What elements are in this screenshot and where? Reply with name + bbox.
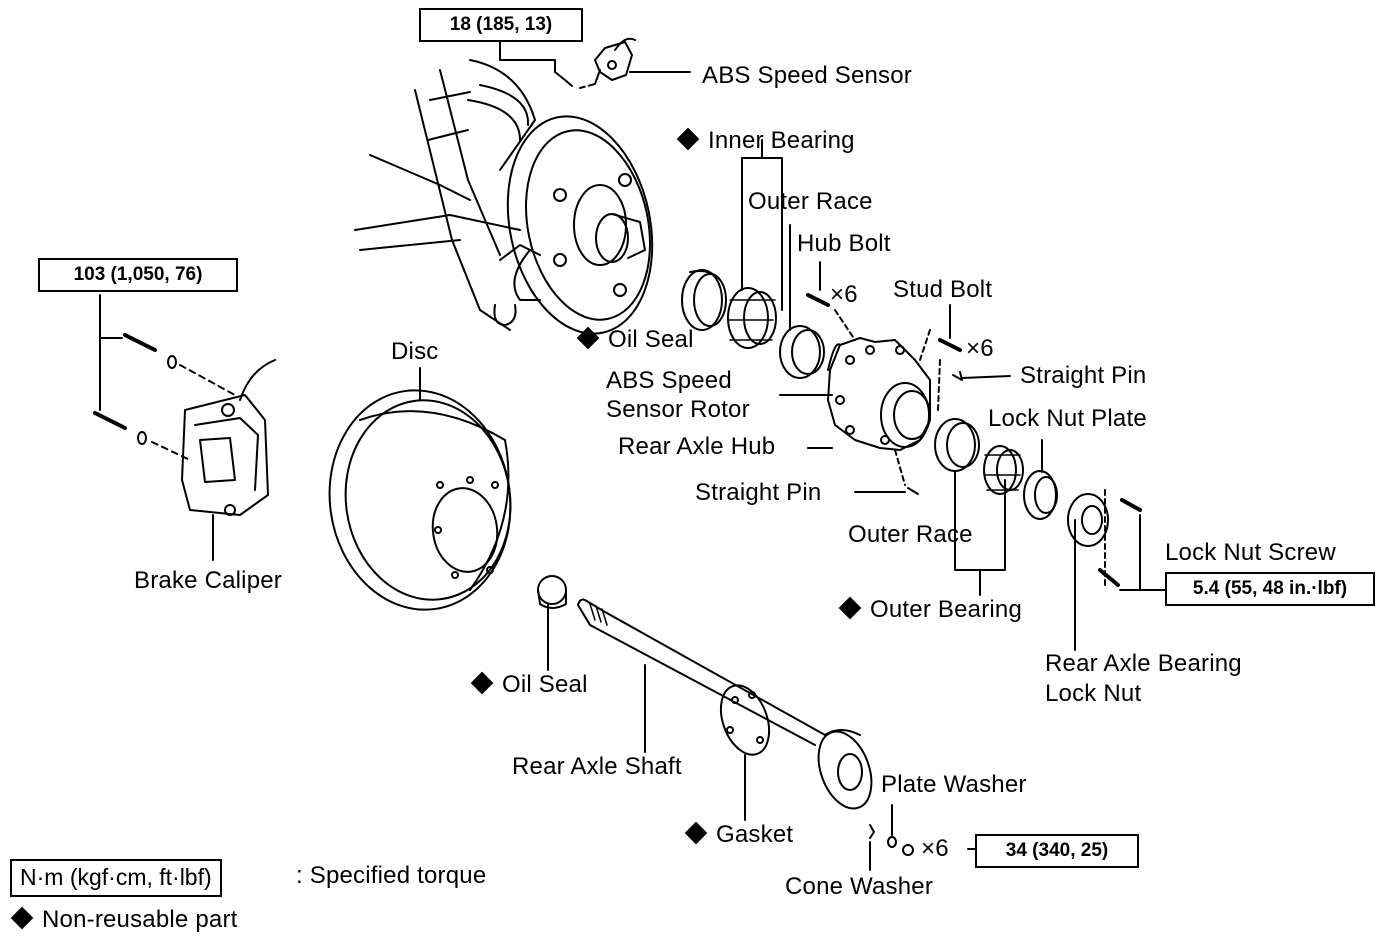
label-hub-bolt-qty: ×6 <box>830 281 858 308</box>
abs-speed-sensor <box>554 37 691 89</box>
label-rear-axle-bearing-line2: Lock Nut <box>1045 680 1142 707</box>
label-lock-nut-screw: Lock Nut Screw <box>1165 539 1336 566</box>
brake-disc <box>328 367 512 611</box>
label-straight-pin-top: Straight Pin <box>1020 362 1147 389</box>
label-abs-rotor-line2: Sensor Rotor <box>606 396 750 423</box>
outer-race-top <box>779 224 825 379</box>
gasket <box>719 684 771 821</box>
stud-bolt <box>919 304 962 411</box>
label-outer-bearing: Outer Bearing <box>838 596 1022 624</box>
torque-shaft-nut: 34 (340, 25) <box>975 834 1139 868</box>
rear-axle-hub <box>779 337 931 451</box>
label-oil-seal-bottom: Oil Seal <box>470 671 588 699</box>
label-plate-washer: Plate Washer <box>881 771 1027 798</box>
label-abs-rotor-line1: ABS Speed <box>606 367 732 394</box>
label-inner-bearing: Inner Bearing <box>676 127 855 155</box>
non-reusable-diamond-icon <box>838 596 862 620</box>
label-abs-speed-sensor: ABS Speed Sensor <box>702 62 913 89</box>
label-outer-race-bottom: Outer Race <box>848 521 973 548</box>
legend-unit-text: : Specified torque <box>296 862 487 889</box>
oil-seal-bottom <box>537 575 567 671</box>
cone-washer <box>869 824 875 871</box>
label-cone-washer: Cone Washer <box>785 873 934 900</box>
label-hub-bolt: Hub Bolt <box>797 230 891 257</box>
label-disc: Disc <box>391 338 439 365</box>
label-lock-nut-plate: Lock Nut Plate <box>988 405 1147 432</box>
label-gasket: Gasket <box>684 821 793 849</box>
legend-unit-box: N·m (kgf·cm, ft·lbf) <box>10 859 222 897</box>
label-rear-axle-bearing-line1: Rear Axle Bearing <box>1045 650 1242 677</box>
torque-lock-nut-screw: 5.4 (55, 48 in.·lbf) <box>1165 572 1375 606</box>
label-oil-seal-top: Oil Seal <box>576 326 694 354</box>
label-plate-washer-qty: ×6 <box>921 835 949 862</box>
rear-axle-shaft <box>577 598 873 810</box>
label-stud-bolt: Stud Bolt <box>893 276 993 303</box>
inner-bearing <box>727 139 783 349</box>
non-reusable-diamond-icon <box>676 127 700 151</box>
legend-nonreusable: Non-reusable part <box>10 906 238 934</box>
label-brake-caliper: Brake Caliper <box>134 567 282 594</box>
label-outer-race-top: Outer Race <box>748 188 873 215</box>
label-straight-pin-bottom: Straight Pin <box>695 479 822 506</box>
label-rear-axle-hub: Rear Axle Hub <box>618 433 776 460</box>
torque-caliper-bolt: 103 (1,050, 76) <box>38 258 238 292</box>
torque-sensor-bolt: 18 (185, 13) <box>419 8 583 42</box>
plate-washer <box>887 804 914 856</box>
straight-pin-bottom <box>854 449 919 495</box>
non-reusable-diamond-icon <box>684 821 708 845</box>
label-stud-bolt-qty: ×6 <box>966 335 994 362</box>
hub-bolt <box>806 261 856 341</box>
outer-race-bottom <box>934 418 1006 596</box>
rear-axle-bearing-lock-nut <box>1067 489 1166 651</box>
outer-bearing <box>983 445 1024 495</box>
label-rear-axle-shaft: Rear Axle Shaft <box>512 753 682 780</box>
non-reusable-diamond-icon <box>10 906 34 930</box>
brake-caliper <box>93 294 276 561</box>
oil-seal-top <box>681 269 727 331</box>
non-reusable-diamond-icon <box>576 326 600 350</box>
non-reusable-diamond-icon <box>470 671 494 695</box>
straight-pin-top <box>952 371 1011 381</box>
lock-nut-plate <box>1023 439 1058 520</box>
steering-knuckle-assembly <box>354 59 654 335</box>
